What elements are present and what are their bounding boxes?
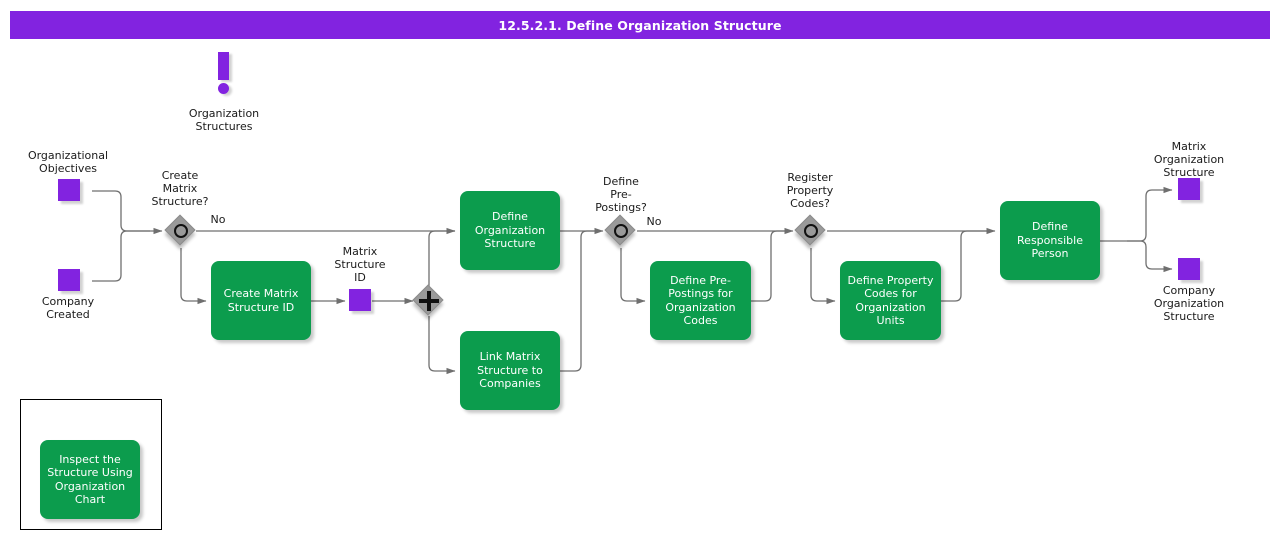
organizational-objectives-label: Organizational Objectives	[27, 149, 109, 175]
company-created-label: Company Created	[41, 295, 95, 321]
gateway-define-pre-postings[interactable]	[604, 214, 636, 246]
task-define-responsible-person[interactable]: Define Responsible Person	[1000, 201, 1100, 280]
define-pre-postings-gateway-label: Define Pre- Postings?	[595, 175, 647, 214]
task-create-matrix-structure-id[interactable]: Create Matrix Structure ID	[211, 261, 311, 340]
data-object-company-organization-structure[interactable]	[1178, 258, 1200, 280]
task-label: Link Matrix Structure to Companies	[477, 350, 543, 391]
task-label: Define Property Codes for Organization U…	[847, 273, 934, 328]
organization-structures-annotation	[206, 50, 246, 94]
company-organization-structure-label: Company Organization Structure	[1153, 284, 1225, 323]
parallel-gateway-plus-icon-vertical	[427, 291, 431, 311]
task-label: Inspect the Structure Using Organization…	[47, 452, 133, 507]
page-title: 12.5.2.1. Define Organization Structure	[498, 17, 782, 33]
data-object-company-created[interactable]	[58, 269, 80, 291]
task-link-matrix-structure-to-companies[interactable]: Link Matrix Structure to Companies	[460, 331, 560, 410]
create-matrix-structure-gateway-label: Create Matrix Structure?	[151, 169, 209, 208]
task-label: Create Matrix Structure ID	[223, 287, 299, 314]
gateway-parallel-join[interactable]	[412, 284, 444, 316]
gateway-create-matrix-structure[interactable]	[164, 214, 196, 246]
task-inspect-the-structure-using-organization-chart[interactable]: Inspect the Structure Using Organization…	[40, 440, 140, 519]
event-gateway-circle-icon	[614, 224, 628, 238]
create-matrix-structure-no-branch-label: No	[210, 213, 226, 226]
diagram-title-bar: 12.5.2.1. Define Organization Structure	[10, 11, 1270, 39]
data-object-matrix-structure-id[interactable]	[349, 289, 371, 311]
gateway-register-property-codes[interactable]	[794, 214, 826, 246]
data-object-matrix-organization-structure[interactable]	[1178, 178, 1200, 200]
event-gateway-circle-icon	[174, 224, 188, 238]
register-property-codes-gateway-label: Register Property Codes?	[786, 171, 834, 210]
define-pre-postings-no-branch-label: No	[646, 215, 662, 228]
exclamation-dot-icon	[218, 83, 229, 94]
task-define-property-codes-for-organization-units[interactable]: Define Property Codes for Organization U…	[840, 261, 941, 340]
matrix-structure-id-label: Matrix Structure ID	[334, 245, 386, 284]
event-gateway-circle-icon	[804, 224, 818, 238]
task-label: Define Responsible Person	[1017, 220, 1083, 261]
task-define-pre-postings-for-organization-codes[interactable]: Define Pre- Postings for Organization Co…	[650, 261, 751, 340]
data-object-organizational-objectives[interactable]	[58, 179, 80, 201]
task-define-organization-structure[interactable]: Define Organization Structure	[460, 191, 560, 270]
exclamation-icon	[218, 52, 229, 80]
matrix-organization-structure-label: Matrix Organization Structure	[1153, 140, 1225, 179]
task-label: Define Pre- Postings for Organization Co…	[665, 273, 736, 328]
annotation-label: Organization Structures	[188, 107, 260, 133]
task-label: Define Organization Structure	[474, 210, 546, 251]
